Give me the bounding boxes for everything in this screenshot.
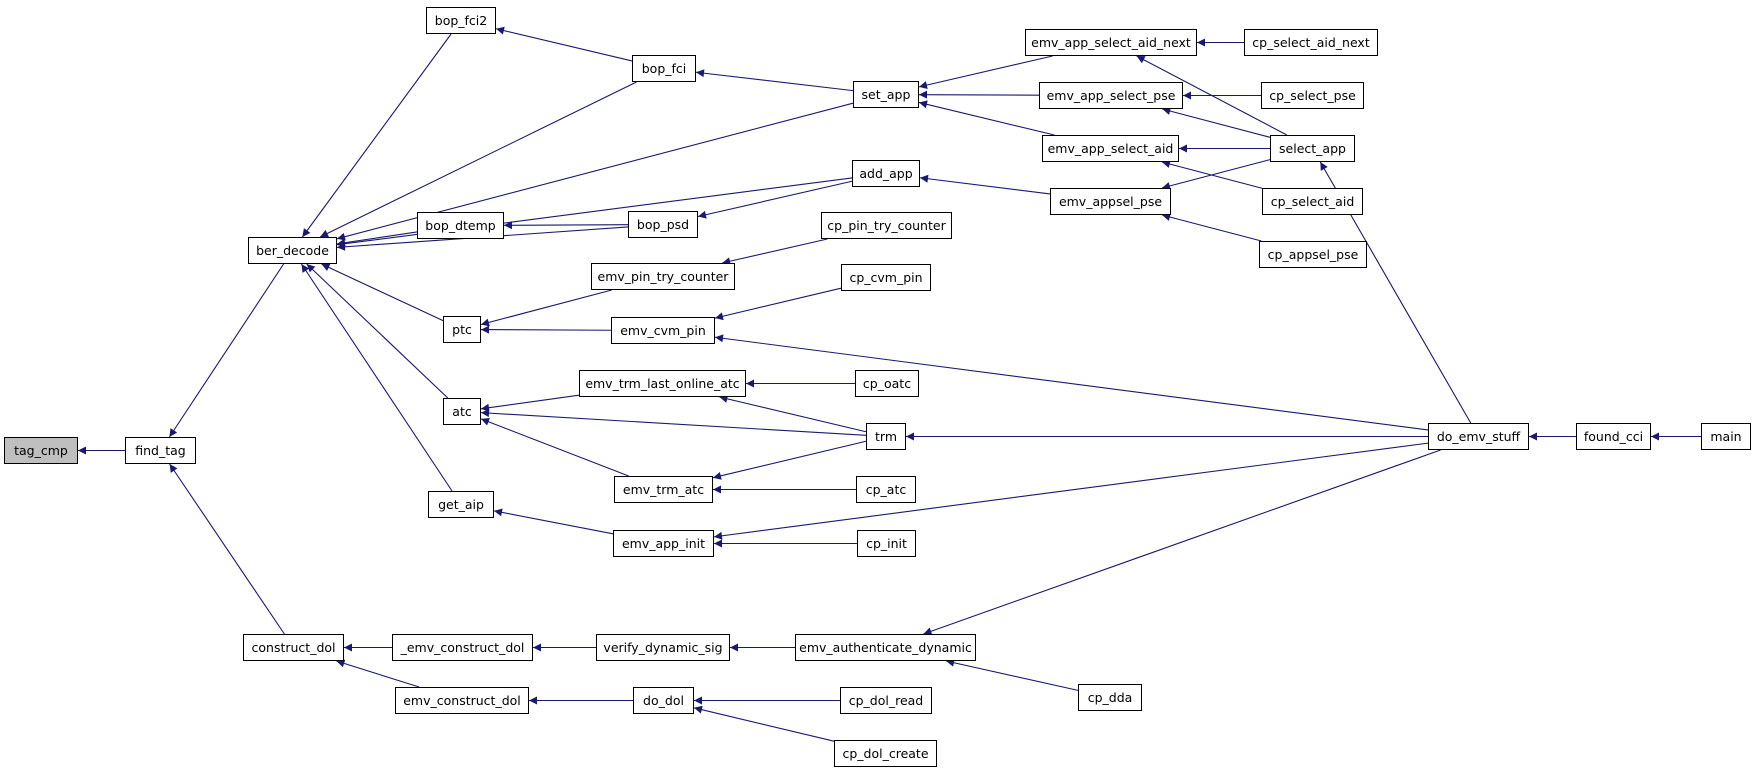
edge-select_app-to-emv_appsel_pse xyxy=(1161,159,1271,190)
node-emv_app_select_aid[interactable]: emv_app_select_aid xyxy=(1042,135,1179,162)
node-construct_dol[interactable]: construct_dol xyxy=(243,634,344,661)
node-tag_cmp: tag_cmp xyxy=(4,437,78,464)
node-trm[interactable]: trm xyxy=(866,423,906,450)
edge-trm-to-emv_trm_last_online_atc xyxy=(719,394,867,433)
edge-emv_construct_dol-to-construct_dol xyxy=(336,659,420,688)
node-cp_oatc[interactable]: cp_oatc xyxy=(855,370,919,397)
edge-bop_psd-to-bop_dtemp xyxy=(503,221,629,230)
node-cp_dol_create[interactable]: cp_dol_create xyxy=(834,740,937,767)
edge-add_app-to-ber_decode xyxy=(336,177,853,248)
node-get_aip[interactable]: get_aip xyxy=(428,491,494,518)
edge-bop_dtemp-to-ber_decode xyxy=(336,231,418,247)
node-cp_init[interactable]: cp_init xyxy=(857,530,916,557)
edge-bop_fci-to-bop_fci2 xyxy=(495,26,633,62)
node-cp_cvm_pin[interactable]: cp_cvm_pin xyxy=(841,264,931,291)
edge-cp_pin_try_counter-to-emv_pin_try_counter xyxy=(722,238,828,266)
edge-ptc-to-ber_decode xyxy=(321,263,444,322)
node-cp_dda[interactable]: cp_dda xyxy=(1078,684,1142,711)
edge-emv_app_init-to-get_aip xyxy=(493,508,614,535)
edge-emv_trm_atc-to-atc xyxy=(480,418,629,477)
edge-emv_pin_try_counter-to-ptc xyxy=(480,289,612,327)
edge-cp_appsel_pse-to-emv_appsel_pse xyxy=(1161,213,1262,242)
edge-emv_app_select_aid-to-set_app xyxy=(918,100,1055,136)
edge-do_emv_stuff-to-emv_cvm_pin xyxy=(714,334,1429,431)
edge-trm-to-emv_trm_atc xyxy=(712,440,867,480)
edge-cp_cvm_pin-to-emv_cvm_pin xyxy=(714,287,842,321)
node-emv_pin_try_counter[interactable]: emv_pin_try_counter xyxy=(591,263,735,290)
edge-bop_fci2-to-ber_decode xyxy=(301,33,452,238)
edge-ber_decode-to-find_tag xyxy=(168,263,285,438)
node-found_cci[interactable]: found_cci xyxy=(1576,423,1651,450)
node-add_app[interactable]: add_app xyxy=(852,160,920,187)
node-emv_authenticate_dynamic[interactable]: emv_authenticate_dynamic xyxy=(795,634,976,661)
edge-select_app-to-emv_app_select_pse xyxy=(1162,107,1271,138)
node-set_app[interactable]: set_app xyxy=(853,81,919,108)
node-emv_trm_last_online_atc[interactable]: emv_trm_last_online_atc xyxy=(579,370,746,397)
edge-set_app-to-ber_decode xyxy=(336,102,854,241)
node-do_dol[interactable]: do_dol xyxy=(633,687,694,714)
edge-cp_dda-to-emv_authenticate_dynamic xyxy=(945,658,1079,691)
edge-emv_appsel_pse-to-add_app xyxy=(919,174,1051,195)
node-bop_dtemp[interactable]: bop_dtemp xyxy=(417,212,504,239)
node-emv_app_select_pse[interactable]: emv_app_select_pse xyxy=(1039,82,1183,109)
node-atc[interactable]: atc xyxy=(443,398,481,425)
node-cp_atc[interactable]: cp_atc xyxy=(856,476,916,503)
edge-get_aip-to-ber_decode xyxy=(300,263,453,492)
node-bop_fci2[interactable]: bop_fci2 xyxy=(426,7,496,34)
node-emv_app_select_aid_next[interactable]: emv_app_select_aid_next xyxy=(1025,29,1197,56)
node-bop_fci[interactable]: bop_fci xyxy=(632,55,696,82)
node-cp_select_pse[interactable]: cp_select_pse xyxy=(1261,82,1364,109)
edge-emv_app_select_aid_next-to-set_app xyxy=(918,55,1053,89)
edge-do_emv_stuff-to-emv_app_init xyxy=(713,442,1429,540)
node-ber_decode[interactable]: ber_decode xyxy=(248,237,337,264)
node-emv_app_init[interactable]: emv_app_init xyxy=(613,530,714,557)
node-main[interactable]: main xyxy=(1701,423,1751,450)
edge-trm-to-atc xyxy=(480,409,867,436)
node-cp_select_aid_next[interactable]: cp_select_aid_next xyxy=(1244,29,1378,56)
edge-bop_fci-to-ber_decode xyxy=(319,81,637,238)
edge-do_emv_stuff-to-emv_authenticate_dynamic xyxy=(923,449,1441,636)
edge-emv_trm_last_online_atc-to-atc xyxy=(480,394,580,412)
node-cp_dol_read[interactable]: cp_dol_read xyxy=(840,687,932,714)
node-cp_select_aid[interactable]: cp_select_aid xyxy=(1262,188,1363,215)
edge-construct_dol-to-find_tag xyxy=(169,463,285,635)
node-cp_pin_try_counter[interactable]: cp_pin_try_counter xyxy=(821,212,952,239)
edge-add_app-to-bop_psd xyxy=(697,180,853,219)
node-cp_appsel_pse[interactable]: cp_appsel_pse xyxy=(1259,241,1367,268)
edge-emv_app_select_pse-to-set_app xyxy=(918,90,1040,99)
node-_emv_construct_dol[interactable]: _emv_construct_dol xyxy=(392,634,533,661)
node-emv_trm_atc[interactable]: emv_trm_atc xyxy=(614,476,713,503)
node-emv_construct_dol[interactable]: emv_construct_dol xyxy=(395,687,529,714)
edge-emv_cvm_pin-to-ptc xyxy=(480,325,612,334)
node-do_emv_stuff[interactable]: do_emv_stuff xyxy=(1428,423,1529,450)
edge-cp_dol_create-to-do_dol xyxy=(693,705,835,742)
node-bop_psd[interactable]: bop_psd xyxy=(628,211,698,238)
node-find_tag[interactable]: find_tag xyxy=(125,437,196,464)
node-select_app[interactable]: select_app xyxy=(1270,135,1355,162)
node-emv_cvm_pin[interactable]: emv_cvm_pin xyxy=(611,317,715,344)
edge-set_app-to-bop_fci xyxy=(695,69,854,92)
edge-atc-to-ber_decode xyxy=(306,263,449,399)
node-emv_appsel_pse[interactable]: emv_appsel_pse xyxy=(1050,188,1171,215)
node-verify_dynamic_sig[interactable]: verify_dynamic_sig xyxy=(596,634,730,661)
node-ptc[interactable]: ptc xyxy=(443,316,481,343)
